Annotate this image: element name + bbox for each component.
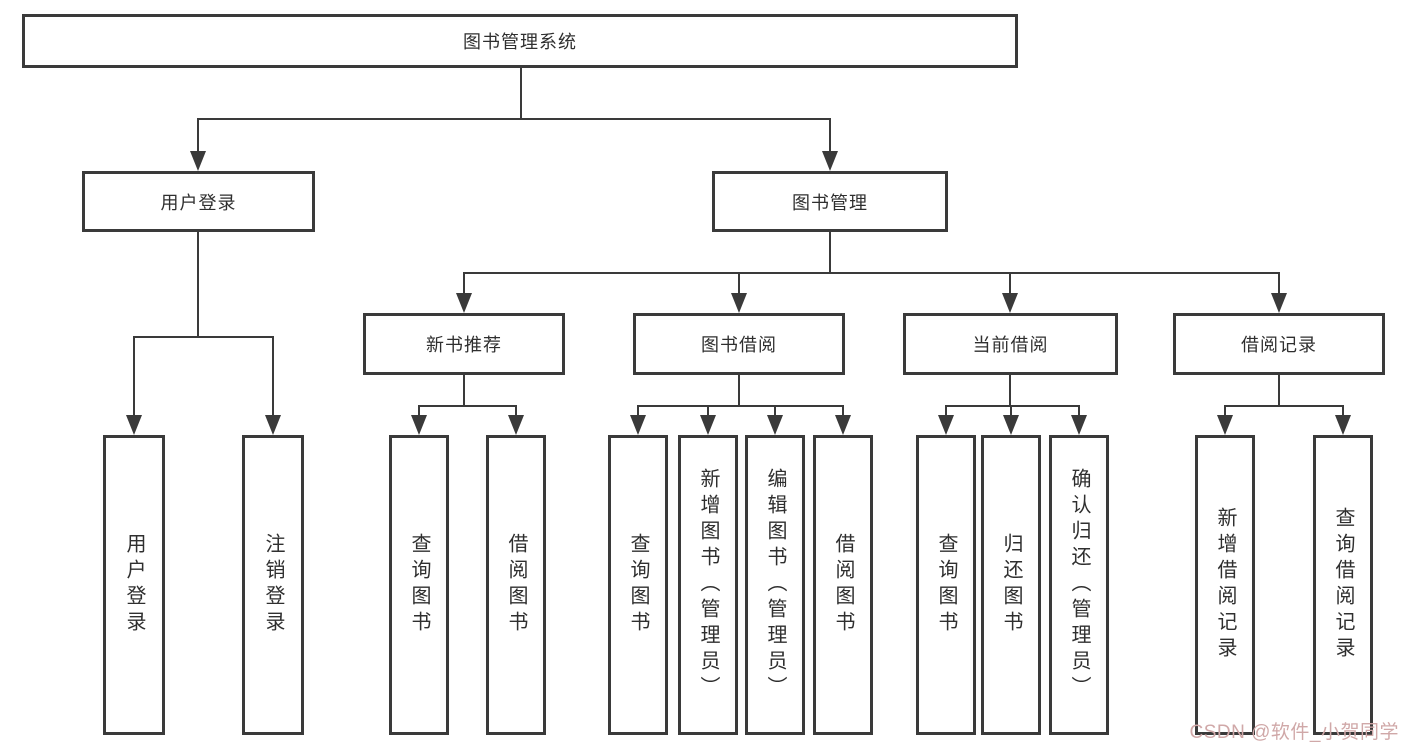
node-current-borrowing: 当前借阅 — [903, 313, 1118, 375]
leaf-current-confirm-return-admin: 确认归还（管理员） — [1049, 435, 1109, 735]
arrow-down-icon — [1003, 415, 1019, 435]
connector-line — [418, 405, 420, 417]
connector-line — [133, 336, 274, 338]
leaf-label: 编辑图书（管理员） — [764, 468, 786, 702]
connector-line — [1009, 375, 1011, 405]
connector-line — [738, 272, 740, 296]
arrow-down-icon — [767, 415, 783, 435]
leaf-label: 借阅图书 — [832, 533, 854, 637]
connector-line — [945, 405, 947, 417]
node-label: 图书管理系统 — [463, 32, 577, 52]
leaf-logout: 注销登录 — [242, 435, 304, 735]
arrow-down-icon — [938, 415, 954, 435]
node-new-book-recommend: 新书推荐 — [363, 313, 565, 375]
arrow-down-icon — [731, 293, 747, 313]
connector-line — [707, 405, 709, 417]
connector-line — [272, 336, 274, 417]
connector-line — [133, 336, 135, 417]
leaf-recommend-borrow-books: 借阅图书 — [486, 435, 546, 735]
csdn-watermark: CSDN @软件_小贺同学 — [1189, 722, 1399, 743]
leaf-label: 用户登录 — [123, 533, 145, 637]
arrow-down-icon — [835, 415, 851, 435]
node-label: 用户登录 — [160, 192, 237, 213]
leaf-current-query-books: 查询图书 — [916, 435, 976, 735]
leaf-borrowing-borrow-books: 借阅图书 — [813, 435, 873, 735]
connector-line — [197, 232, 199, 336]
connector-line — [1278, 375, 1280, 405]
connector-line — [637, 405, 844, 407]
arrow-down-icon — [700, 415, 716, 435]
leaf-label: 查询图书 — [627, 533, 649, 637]
leaf-records-add-record: 新增借阅记录 — [1195, 435, 1255, 735]
leaf-recommend-query-books: 查询图书 — [389, 435, 449, 735]
arrow-down-icon — [126, 415, 142, 435]
node-book-management: 图书管理 — [712, 171, 948, 232]
leaf-current-return-books: 归还图书 — [981, 435, 1041, 735]
connector-line — [1224, 405, 1226, 417]
leaf-records-query-record: 查询借阅记录 — [1313, 435, 1373, 735]
arrow-down-icon — [1071, 415, 1087, 435]
connector-line — [197, 118, 831, 120]
arrow-down-icon — [1002, 293, 1018, 313]
connector-line — [637, 405, 639, 417]
arrow-down-icon — [1335, 415, 1351, 435]
node-borrowing-records: 借阅记录 — [1173, 313, 1385, 375]
connector-line — [1278, 272, 1280, 296]
leaf-borrowing-add-books-admin: 新增图书（管理员） — [678, 435, 738, 735]
connector-line — [1078, 405, 1080, 417]
leaf-label: 查询借阅记录 — [1332, 507, 1354, 663]
leaf-user-login: 用户登录 — [103, 435, 165, 735]
connector-line — [774, 405, 776, 417]
arrow-down-icon — [265, 415, 281, 435]
connector-line — [1342, 405, 1344, 417]
arrow-down-icon — [411, 415, 427, 435]
node-label: 当前借阅 — [972, 335, 1049, 355]
connector-line — [418, 405, 517, 407]
leaf-label: 确认归还（管理员） — [1068, 468, 1090, 702]
node-book-borrowing: 图书借阅 — [633, 313, 845, 375]
connector-line — [463, 272, 465, 296]
node-label: 图书借阅 — [701, 335, 777, 355]
arrow-down-icon — [456, 293, 472, 313]
connector-line — [829, 232, 831, 272]
leaf-label: 新增图书（管理员） — [697, 468, 719, 702]
arrow-down-icon — [822, 151, 838, 171]
leaf-label: 归还图书 — [1000, 533, 1022, 637]
arrow-down-icon — [630, 415, 646, 435]
arrow-down-icon — [508, 415, 524, 435]
leaf-borrowing-edit-books-admin: 编辑图书（管理员） — [745, 435, 805, 735]
connector-line — [520, 68, 522, 118]
connector-line — [842, 405, 844, 417]
leaf-label: 借阅图书 — [505, 533, 527, 637]
connector-line — [463, 272, 1280, 274]
leaf-label: 查询图书 — [408, 533, 430, 637]
connector-line — [515, 405, 517, 417]
connector-line — [197, 118, 199, 153]
arrow-down-icon — [190, 151, 206, 171]
connector-line — [945, 405, 1080, 407]
leaf-label: 查询图书 — [935, 533, 957, 637]
connector-line — [463, 375, 465, 405]
leaf-label: 新增借阅记录 — [1214, 507, 1236, 663]
connector-line — [1009, 272, 1011, 296]
node-user-login: 用户登录 — [82, 171, 315, 232]
arrow-down-icon — [1271, 293, 1287, 313]
node-root-library-management-system: 图书管理系统 — [22, 14, 1018, 68]
leaf-label: 注销登录 — [262, 533, 284, 637]
node-label: 图书管理 — [792, 192, 868, 213]
node-label: 借阅记录 — [1241, 335, 1317, 355]
leaf-borrowing-query-books: 查询图书 — [608, 435, 668, 735]
connector-line — [738, 375, 740, 405]
connector-line — [829, 118, 831, 153]
node-label: 新书推荐 — [426, 335, 502, 355]
arrow-down-icon — [1217, 415, 1233, 435]
connector-line — [1224, 405, 1344, 407]
connector-line — [1010, 405, 1012, 417]
